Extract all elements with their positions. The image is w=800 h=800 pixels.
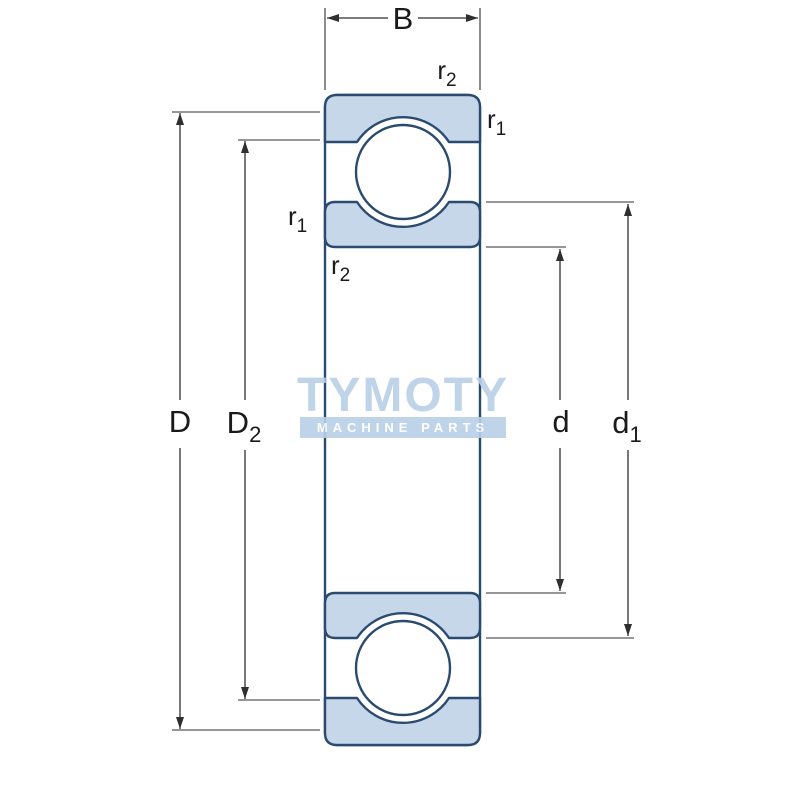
label-r2-top: r2 xyxy=(437,55,456,91)
outer-ring-top-section xyxy=(323,93,482,144)
bearing-drawing xyxy=(323,93,482,747)
fillet-labels: r2 r1 r1 r2 xyxy=(288,55,506,286)
ball-top xyxy=(354,123,452,221)
label-bore-d: d xyxy=(552,404,569,439)
dimension-B: B xyxy=(324,1,481,90)
label-shoulder-diameter-D2: D2 xyxy=(227,405,262,447)
label-width-B: B xyxy=(393,1,414,36)
watermark-bar xyxy=(300,417,506,438)
label-outer-diameter-D: D xyxy=(169,404,191,439)
dimension-d1: d1 xyxy=(486,201,642,639)
inner-ring-bottom-section xyxy=(323,591,482,640)
watermark-subtitle: MACHINE PARTS xyxy=(317,420,489,435)
label-r1-left: r1 xyxy=(288,201,307,237)
inner-ring-top-section xyxy=(323,200,482,249)
label-r1-top-right: r1 xyxy=(487,104,506,140)
label-shoulder-diameter-d1: d1 xyxy=(612,405,642,447)
watermark: TYMOTY MACHINE PARTS xyxy=(297,369,509,438)
watermark-title: TYMOTY xyxy=(297,369,509,422)
dimension-D: D xyxy=(169,111,320,731)
outer-ring-bottom-section xyxy=(323,696,482,747)
label-r2-left-lower: r2 xyxy=(331,250,350,286)
dimension-D2: D2 xyxy=(227,139,320,701)
ball-bottom xyxy=(354,619,452,717)
dimension-d: d xyxy=(486,246,570,594)
